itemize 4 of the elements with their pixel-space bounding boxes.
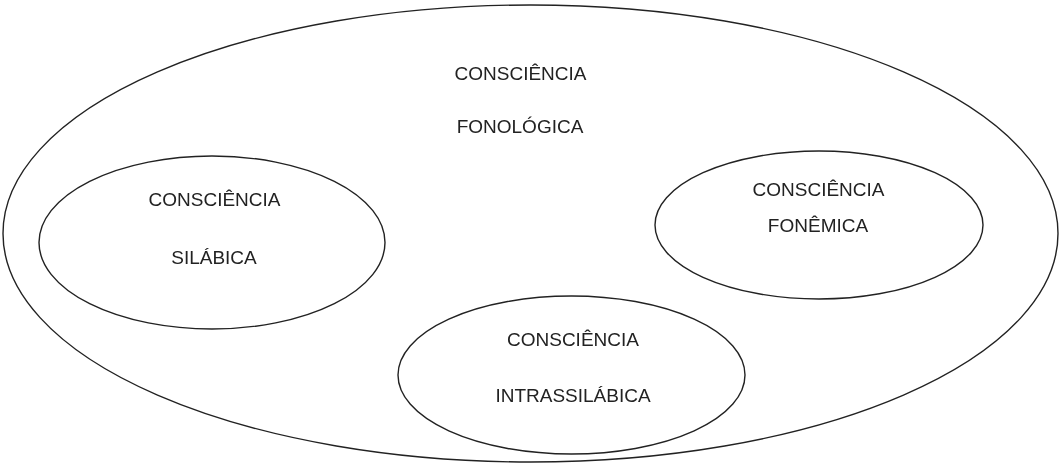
- title-text: CONSCIÊNCIA FONOLÓGICA: [454, 62, 586, 139]
- node-label: CONSCIÊNCIA SILÁBICA: [148, 188, 280, 270]
- node-label: CONSCIÊNCIA INTRASSILÁBICA: [495, 328, 651, 408]
- node-label: CONSCIÊNCIA FONÊMICA: [752, 178, 884, 238]
